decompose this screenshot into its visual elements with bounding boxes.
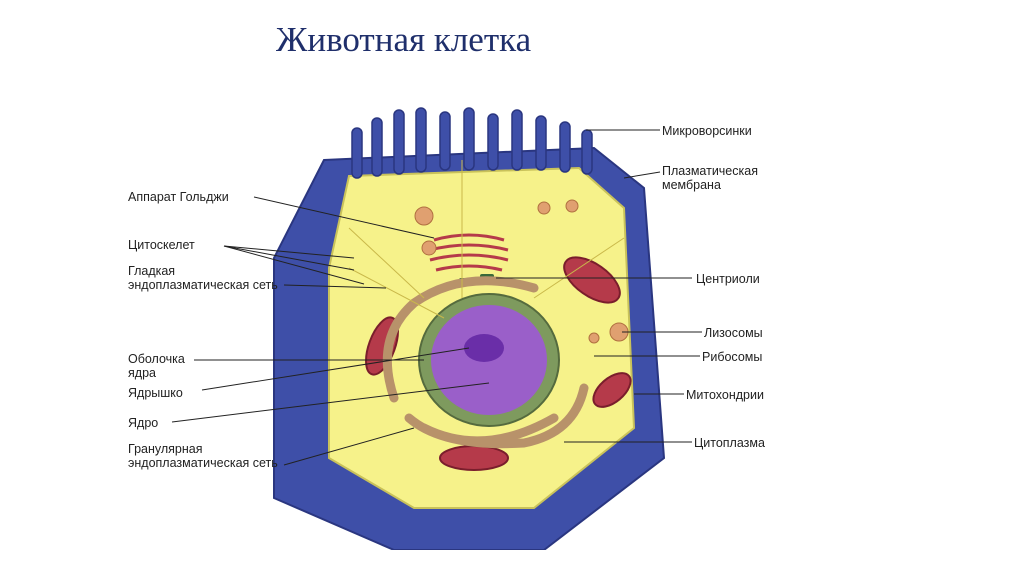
label-smooth-er: Гладкая эндоплазматическая сеть: [128, 264, 278, 292]
label-nucleus: Ядро: [128, 416, 159, 430]
label-centrioles: Центриоли: [696, 272, 760, 286]
nucleolus-shape: [464, 334, 504, 362]
label-nucleolus: Ядрышко: [128, 386, 183, 400]
leader-lines: [171, 129, 702, 466]
label-microvilli: Микроворсинки: [662, 124, 752, 138]
page-title: Животная клетка: [276, 20, 532, 59]
microvilli-shapes: [351, 107, 593, 179]
cytoskeleton-lines: [348, 160, 625, 319]
golgi-shape: [429, 233, 509, 272]
label-mitochondria: Митохондрии: [686, 388, 764, 402]
label-plasma-membrane: Плазматическая мембрана: [662, 164, 758, 192]
lysosome-shapes: [414, 199, 629, 344]
label-ribosomes: Рибосомы: [702, 350, 763, 364]
cell-diagram: Аппарат Гольджи Цитоскелет Гладкая эндоп…: [124, 98, 788, 551]
label-lysosomes: Лизосомы: [704, 326, 763, 340]
label-golgi: Аппарат Гольджи: [128, 190, 229, 204]
cell-illustration: [124, 98, 788, 551]
label-nuclear-envelope: Оболочка ядра: [128, 352, 185, 380]
label-rough-er: Гранулярная эндоплазматическая сеть: [128, 442, 278, 470]
rough-er-shape: [382, 276, 589, 449]
label-cytoplasm: Цитоплазма: [694, 436, 765, 450]
label-cytoskeleton: Цитоскелет: [128, 238, 195, 252]
